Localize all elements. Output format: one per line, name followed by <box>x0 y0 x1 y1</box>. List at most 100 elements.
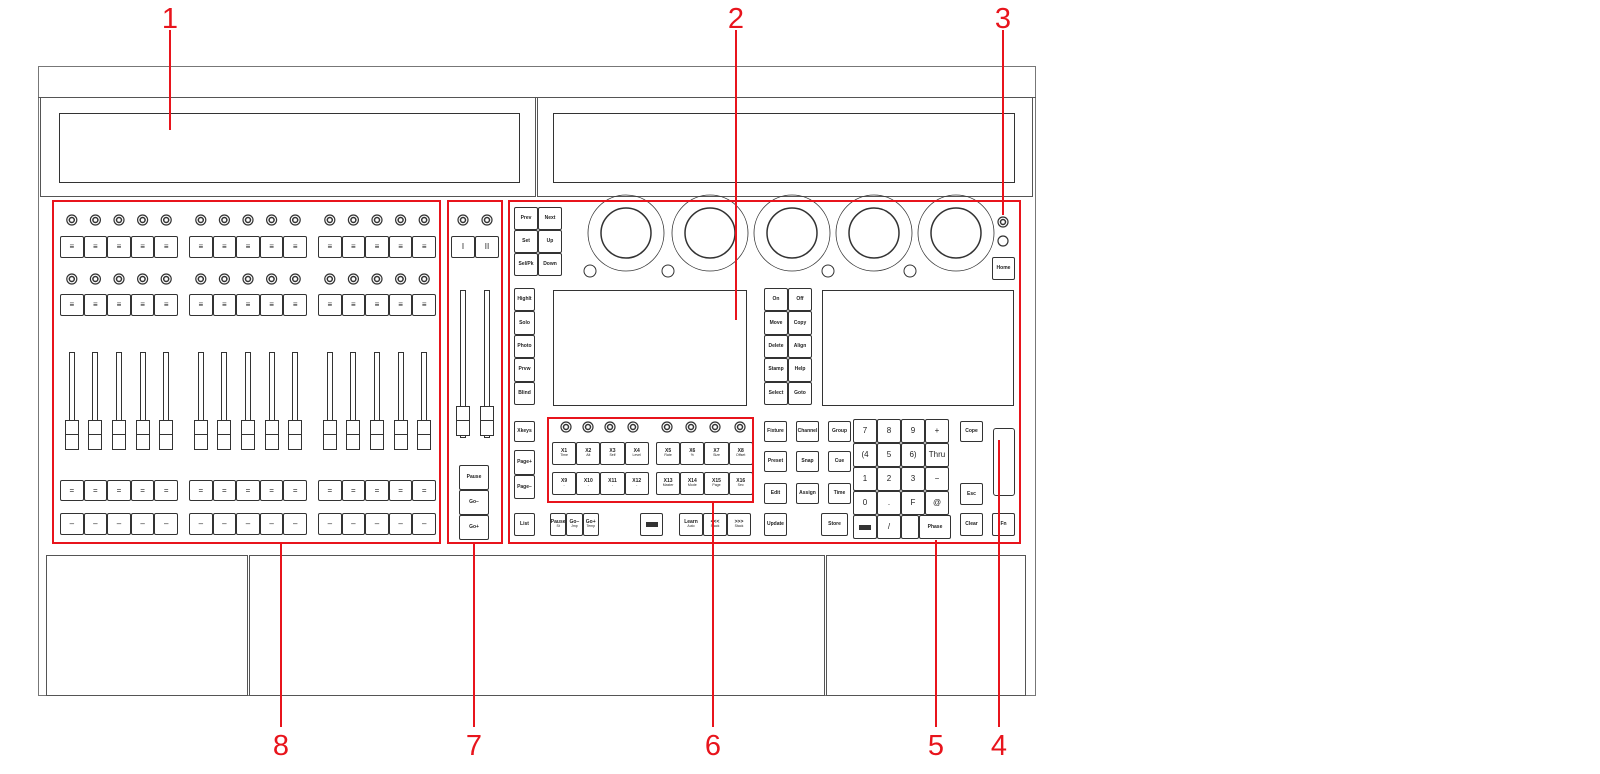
ch14-flash-button[interactable]: = <box>388 480 413 501</box>
keypad-key-13[interactable]: 0 <box>853 491 877 515</box>
ch12-fader-handle[interactable] <box>346 420 361 450</box>
ch8-flash-button[interactable]: = <box>236 480 260 501</box>
ch5-select-button-a[interactable]: ≡ <box>154 236 178 258</box>
master-1-button[interactable]: I <box>451 236 475 258</box>
ch7-flash-button[interactable]: = <box>212 480 237 501</box>
encoder-button-3[interactable] <box>821 264 835 278</box>
xkey-knob-6[interactable] <box>685 421 697 433</box>
ch4-fader-handle[interactable] <box>135 420 150 450</box>
ch1-flash-button[interactable]: = <box>60 480 84 501</box>
ch10-select-button-b[interactable]: ≡ <box>283 294 307 316</box>
key-goto[interactable]: Goto <box>788 381 812 405</box>
key-prvw[interactable]: Prvw <box>514 358 535 382</box>
xkey-12[interactable]: X12- <box>624 472 649 495</box>
ch14-fader-handle[interactable] <box>393 420 408 450</box>
nav-key-down[interactable]: Down <box>538 253 562 276</box>
trackball-wheel[interactable] <box>993 428 1015 496</box>
keypad-slash-key[interactable]: / <box>877 515 901 539</box>
ch7-knob-b[interactable] <box>218 273 230 285</box>
ch5-knob-a[interactable] <box>160 214 172 226</box>
ch11-fader-handle[interactable] <box>322 420 337 450</box>
ch15-select-button-a[interactable]: ≡ <box>412 236 436 258</box>
key-blind[interactable]: Blind <box>514 381 535 405</box>
keypad-key-2[interactable]: 8 <box>877 419 901 443</box>
ch6-knob-b[interactable] <box>195 273 207 285</box>
ch6-fader-handle[interactable] <box>193 420 208 450</box>
key-highlt[interactable]: Highlt <box>514 288 535 312</box>
key-channel[interactable]: Channel <box>796 421 819 442</box>
xkey-knob-8[interactable] <box>734 421 746 433</box>
ch4-select-button-a[interactable]: ≡ <box>130 236 155 258</box>
ch2-select-button-b[interactable]: ≡ <box>83 294 108 316</box>
ch7-go-button[interactable]: – <box>212 513 237 535</box>
ch14-select-button-b[interactable]: ≡ <box>388 294 413 316</box>
blank-key[interactable] <box>640 513 663 536</box>
key-fixture[interactable]: Fixture <box>764 421 787 442</box>
ch10-fader-handle[interactable] <box>288 420 303 450</box>
ch13-knob-b[interactable] <box>371 273 383 285</box>
xkey-knob-7[interactable] <box>709 421 721 433</box>
keypad-key-4[interactable]: + <box>925 419 949 443</box>
ch14-knob-a[interactable] <box>395 214 407 226</box>
ch10-select-button-a[interactable]: ≡ <box>283 236 307 258</box>
ch1-select-button-a[interactable]: ≡ <box>60 236 84 258</box>
ch10-knob-b[interactable] <box>289 273 301 285</box>
nav-key-set[interactable]: Set <box>514 230 538 253</box>
ch13-knob-a[interactable] <box>371 214 383 226</box>
keypad-key-12[interactable]: − <box>925 467 949 491</box>
page-down-button[interactable]: Page− <box>514 475 535 499</box>
ch4-go-button[interactable]: – <box>130 513 155 535</box>
encoder-4[interactable] <box>848 207 900 259</box>
ch6-select-button-b[interactable]: ≡ <box>189 294 213 316</box>
ch3-knob-b[interactable] <box>113 273 125 285</box>
master-2-button[interactable]: II <box>475 236 499 258</box>
encoder-button-4[interactable] <box>903 264 917 278</box>
ch9-go-button[interactable]: – <box>259 513 284 535</box>
xkey-11[interactable]: X11- <box>600 472 625 495</box>
key-photo[interactable]: Photo <box>514 334 535 359</box>
ch7-fader-handle[interactable] <box>217 420 232 450</box>
keypad-key-11[interactable]: 3 <box>901 467 925 491</box>
ch11-go-button[interactable]: – <box>318 513 342 535</box>
home-button[interactable]: Home <box>992 257 1015 280</box>
master-1-fader-handle[interactable] <box>456 406 470 436</box>
fn-button[interactable]: Fn <box>992 513 1015 536</box>
ch8-go-button[interactable]: – <box>236 513 260 535</box>
key-snap[interactable]: Snap <box>796 451 819 472</box>
learn-key-2[interactable]: <<<Stack <box>703 513 727 536</box>
master-2-knob[interactable] <box>481 214 493 226</box>
ch15-fader-handle[interactable] <box>417 420 432 450</box>
ch1-go-button[interactable]: – <box>60 513 84 535</box>
keypad-key-6[interactable]: 5 <box>877 443 901 467</box>
key-preset[interactable]: Preset <box>764 451 787 472</box>
ch5-go-button[interactable]: – <box>154 513 178 535</box>
ch5-knob-b[interactable] <box>160 273 172 285</box>
ch11-select-button-b[interactable]: ≡ <box>318 294 342 316</box>
key-assign[interactable]: Assign <box>796 483 819 504</box>
ch15-select-button-b[interactable]: ≡ <box>412 294 436 316</box>
ch15-knob-b[interactable] <box>418 273 430 285</box>
keypad-key-1[interactable]: 7 <box>853 419 877 443</box>
master-go-back-button[interactable]: Go− <box>459 490 489 515</box>
ch1-select-button-b[interactable]: ≡ <box>60 294 84 316</box>
ch4-flash-button[interactable]: = <box>130 480 155 501</box>
master-1-knob[interactable] <box>457 214 469 226</box>
ch15-knob-a[interactable] <box>418 214 430 226</box>
ch5-fader-handle[interactable] <box>159 420 174 450</box>
bottom-go-button[interactable]: Go+Temp <box>582 513 599 536</box>
key-help[interactable]: Help <box>788 358 812 382</box>
ch9-select-button-a[interactable]: ≡ <box>259 236 284 258</box>
master-go-button[interactable]: Go+ <box>459 515 489 540</box>
nav-key-selpk[interactable]: Sel/Pk <box>514 253 538 276</box>
key-move[interactable]: Move <box>764 311 788 335</box>
encoder-5[interactable] <box>930 207 982 259</box>
ch4-knob-b[interactable] <box>137 273 149 285</box>
key-group[interactable]: Group <box>828 421 851 442</box>
esc-button[interactable]: Esc <box>960 483 983 505</box>
ch11-knob-b[interactable] <box>324 273 336 285</box>
ch1-knob-a[interactable] <box>66 214 78 226</box>
